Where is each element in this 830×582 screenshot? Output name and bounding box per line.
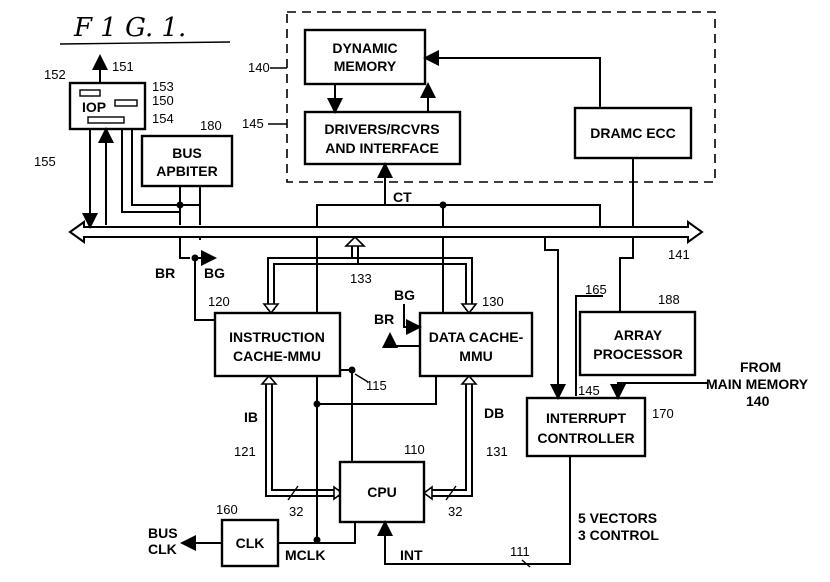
- ref-145: 145: [242, 116, 264, 131]
- svg-text:140: 140: [746, 393, 770, 409]
- bus-arbiter-block: BUS APBITER: [140, 134, 234, 188]
- bus-clk-label: BUS: [148, 525, 178, 541]
- bg-label-left: BG: [204, 265, 225, 281]
- dynamic-memory-block: DYNAMIC MEMORY: [303, 28, 427, 86]
- ref-131: 131: [486, 444, 508, 459]
- svg-text:DATA CACHE-: DATA CACHE-: [429, 329, 524, 345]
- ref-121: 121: [234, 444, 256, 459]
- ref-111: 111: [510, 544, 530, 559]
- ref-170: 170: [652, 406, 674, 421]
- ref-188: 188: [658, 292, 680, 307]
- ref-155: 155: [34, 154, 56, 169]
- drivers-receivers-block: DRIVERS/RCVRS AND INTERFACE: [303, 110, 462, 166]
- ref-133: 133: [350, 271, 372, 286]
- svg-text:DYNAMIC: DYNAMIC: [332, 40, 397, 56]
- cpu-block: CPU: [338, 460, 426, 524]
- ct-label: CT: [393, 189, 412, 205]
- ref-120: 120: [208, 294, 230, 309]
- data-cache-mmu-block: DATA CACHE- MMU: [418, 311, 534, 378]
- figure-title: F 1 G. 1.: [73, 13, 186, 43]
- ref-153: 153: [152, 79, 174, 94]
- ib-label: IB: [244, 409, 258, 425]
- svg-text:AND INTERFACE: AND INTERFACE: [325, 140, 439, 156]
- ref-180: 180: [200, 118, 222, 133]
- ref-151: 151: [112, 59, 134, 74]
- svg-text:INTERRUPT: INTERRUPT: [546, 410, 627, 426]
- br-label-right: BR: [374, 311, 394, 327]
- svg-text:PROCESSOR: PROCESSOR: [593, 346, 682, 362]
- svg-text:DRAMC ECC: DRAMC ECC: [590, 125, 676, 141]
- mclk-label: MCLK: [285, 547, 325, 563]
- svg-text:MMU: MMU: [459, 348, 492, 364]
- data-bus: [422, 374, 478, 501]
- svg-text:CONTROLLER: CONTROLLER: [537, 430, 634, 446]
- interrupt-controller-block: INTERRUPT CONTROLLER: [525, 396, 647, 458]
- svg-text:IOP: IOP: [82, 99, 106, 115]
- ref-115: 115: [366, 378, 387, 393]
- svg-text:DRIVERS/RCVRS: DRIVERS/RCVRS: [324, 121, 439, 137]
- ref-110: 110: [404, 442, 425, 457]
- svg-text:APBITER: APBITER: [156, 163, 217, 179]
- memory-subsystem-boundary: [286, 11, 716, 183]
- ref-152: 152: [44, 67, 66, 82]
- ref-160: 160: [216, 502, 238, 517]
- svg-text:CACHE-MMU: CACHE-MMU: [233, 348, 321, 364]
- svg-text:CLK: CLK: [236, 535, 265, 551]
- svg-text:MEMORY: MEMORY: [334, 58, 397, 74]
- vectors-label: 5 VECTORS: [578, 510, 657, 526]
- db-label: DB: [484, 405, 504, 421]
- svg-text:ARRAY: ARRAY: [614, 327, 663, 343]
- svg-text:BUS: BUS: [172, 145, 202, 161]
- br-label-left: BR: [155, 265, 175, 281]
- ref-165: 165: [585, 282, 607, 297]
- control-label: 3 CONTROL: [578, 527, 659, 543]
- ref-145b: 145: [578, 383, 600, 398]
- ib-width-label: 32: [289, 504, 303, 519]
- figure-label: F 1 G. 1.: [59, 13, 231, 45]
- svg-text:MAIN MEMORY: MAIN MEMORY: [706, 376, 809, 392]
- int-label: INT: [400, 547, 423, 563]
- ref-154: 154: [152, 111, 174, 126]
- svg-text:INSTRUCTION: INSTRUCTION: [229, 329, 325, 345]
- ref-141: 141: [668, 247, 690, 262]
- iop-block: IOP: [68, 81, 147, 131]
- from-main-memory-label: FROM: [740, 359, 781, 375]
- array-processor-block: ARRAY PROCESSOR: [578, 310, 697, 377]
- system-bus: [68, 220, 704, 244]
- svg-text:CLK: CLK: [148, 541, 177, 557]
- bg-label-right: BG: [394, 287, 415, 303]
- instruction-cache-mmu-block: INSTRUCTION CACHE-MMU: [213, 311, 342, 378]
- ref-130: 130: [482, 294, 504, 309]
- instruction-bus: [260, 374, 344, 501]
- clk-block: CLK: [220, 518, 280, 568]
- dramc-ecc-block: DRAMC ECC: [573, 106, 693, 160]
- db-width-label: 32: [448, 504, 462, 519]
- ref-140: 140: [248, 60, 270, 75]
- ref-150: 150: [152, 93, 174, 108]
- svg-text:CPU: CPU: [367, 484, 397, 500]
